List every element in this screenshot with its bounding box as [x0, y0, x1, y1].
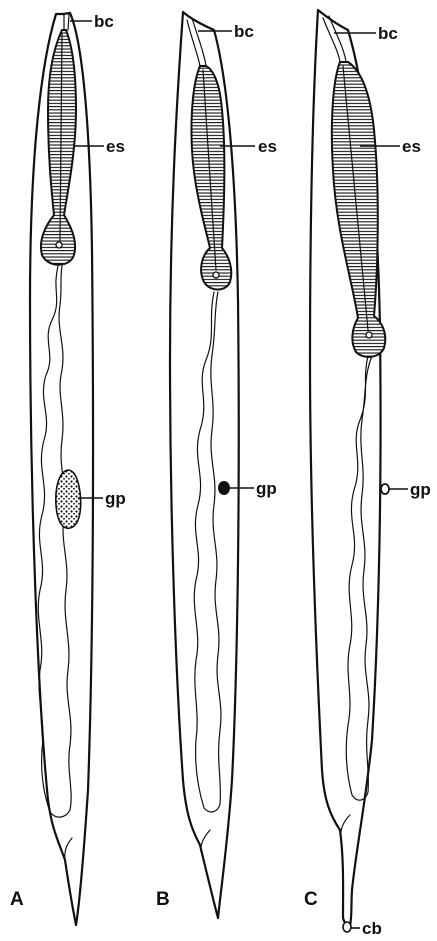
- panel-label-b: B: [156, 889, 170, 910]
- label-es-b: es: [258, 137, 277, 156]
- buccal-cavity-a: [64, 15, 69, 30]
- label-bc-c: bc: [378, 24, 398, 43]
- esophagus-c: [332, 62, 385, 357]
- caudal-bulb-c: [343, 922, 351, 932]
- label-es-a: es: [106, 137, 125, 156]
- intestine-b: [194, 292, 221, 812]
- genital-primordium-b: [218, 481, 230, 495]
- esophagus-b: [191, 66, 231, 290]
- label-gp-c: gp: [410, 480, 431, 499]
- panel-label-a: A: [10, 889, 24, 910]
- label-bc-b: bc: [234, 22, 254, 41]
- genital-primordium-c: [381, 484, 389, 494]
- panel-a: bc es gp A: [10, 12, 126, 925]
- esophagus-a: [41, 30, 76, 265]
- intestine-c: [346, 356, 372, 800]
- label-cb-c: cb: [362, 919, 382, 938]
- genital-primordium-a: [56, 470, 81, 528]
- label-gp-b: gp: [256, 479, 277, 498]
- panel-b: bc es gp B: [156, 12, 277, 918]
- label-gp-a: gp: [105, 489, 126, 508]
- label-bc-a: bc: [94, 12, 114, 31]
- intestine-a: [38, 266, 71, 817]
- panel-c: bc es gp cb C: [304, 10, 431, 938]
- panel-label-c: C: [304, 889, 318, 910]
- label-es-c: es: [402, 137, 421, 156]
